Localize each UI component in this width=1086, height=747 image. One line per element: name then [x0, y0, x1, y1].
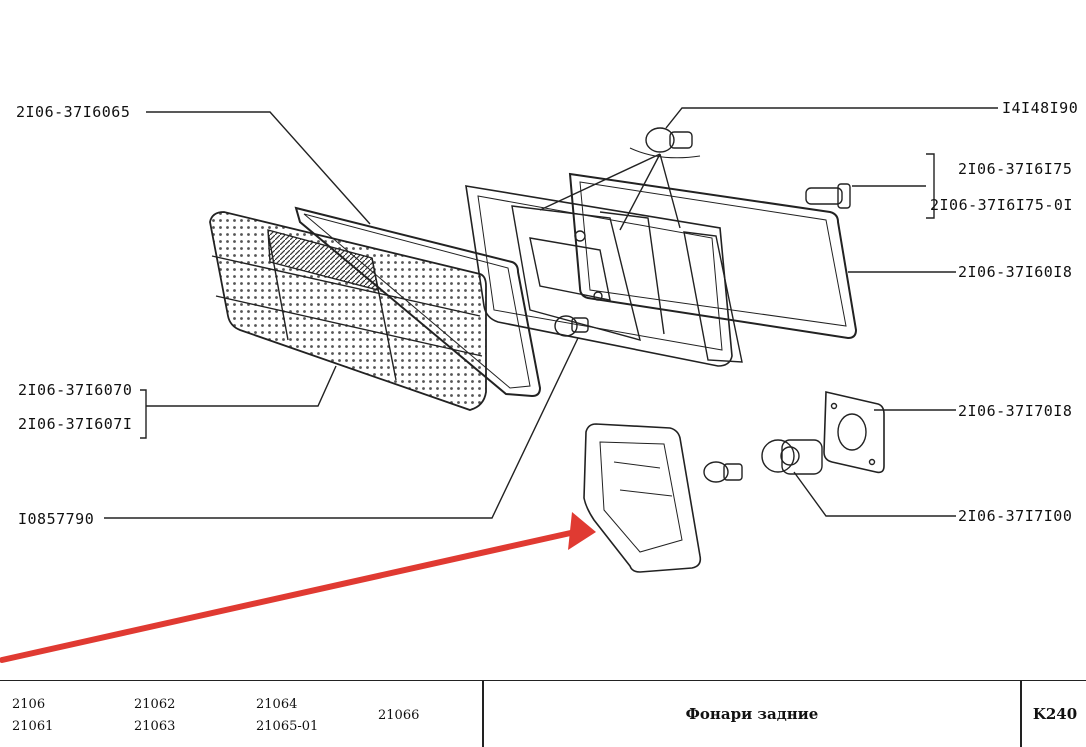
frame-gasket [568, 172, 858, 340]
small-bulb [554, 315, 589, 337]
page-title: Фонари задние [685, 705, 819, 723]
part-label-bulb-top: I4I48I90 [1002, 99, 1079, 117]
lens-part [209, 211, 487, 411]
part-label-bulb-small: I0857790 [18, 510, 95, 528]
socket-part [805, 183, 851, 209]
catalog-footer: 2106 21061 21062 21063 21064 21065-01 21… [0, 680, 1086, 747]
part-label-socket-a: 2I06-37I6I75 [958, 160, 1073, 178]
part-label-lens: 2I06-37I6065 [16, 103, 131, 121]
bulb-socket-holder [761, 439, 823, 475]
mount-plate [823, 391, 885, 474]
part-label-plate: 2I06-37I70I8 [958, 402, 1073, 420]
top-bulb [539, 127, 701, 231]
part-label-gasket: 2I06-37I60I8 [958, 263, 1073, 281]
model-label: 2106 [12, 697, 46, 712]
part-label-reflector-b: 2I06-37I607I [18, 415, 133, 433]
model-label: 21063 [134, 719, 176, 734]
part-label-holder: 2I06-37I7I00 [958, 507, 1073, 525]
model-label: 21065-01 [256, 719, 319, 734]
model-label: 21064 [256, 697, 298, 712]
footer-divider [482, 681, 484, 747]
model-label: 21062 [134, 697, 176, 712]
housing-part [465, 185, 743, 367]
lens-gasket [294, 206, 542, 398]
page-code: K240 [1032, 705, 1078, 723]
model-label: 21061 [12, 719, 54, 734]
highlight-arrow [0, 527, 587, 663]
footer-divider [1020, 681, 1022, 747]
bulb-holder-cone [583, 423, 702, 573]
holder-bulb [703, 461, 743, 483]
part-label-socket-b: 2I06-37I6I75-0I [930, 196, 1073, 214]
part-label-reflector-a: 2I06-37I6070 [18, 381, 133, 399]
exploded-parts-diagram [0, 107, 998, 663]
model-label: 21066 [378, 708, 420, 723]
